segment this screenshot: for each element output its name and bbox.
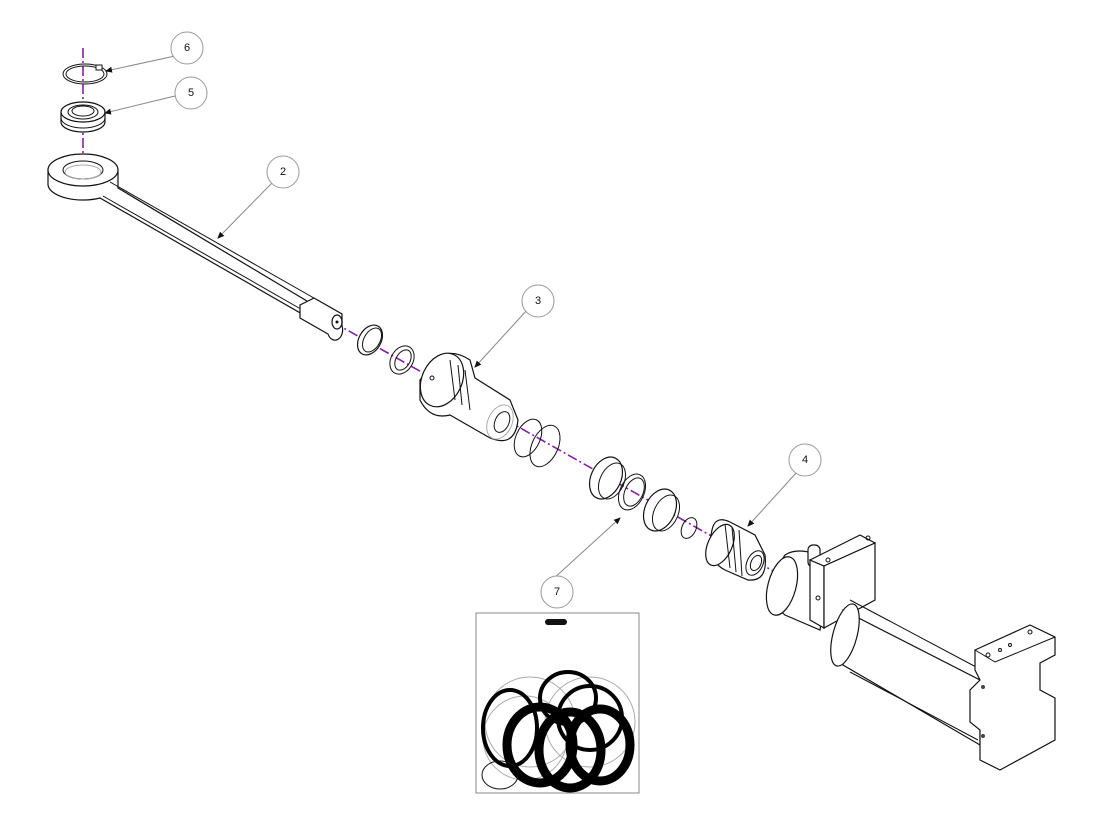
spherical-bearing[interactable]	[60, 101, 106, 133]
svg-text:3: 3	[535, 295, 541, 307]
rod-seal[interactable]	[385, 342, 419, 379]
small-o-ring[interactable]	[678, 515, 700, 541]
wear-ring-1[interactable]	[583, 452, 631, 505]
balloon-4[interactable]: 4	[788, 443, 822, 477]
svg-text:5: 5	[188, 87, 194, 99]
svg-text:4: 4	[802, 454, 808, 466]
leader-lines	[104, 55, 798, 581]
svg-text:6: 6	[184, 42, 190, 54]
retaining-ring[interactable]	[62, 63, 108, 85]
piston[interactable]	[700, 519, 768, 581]
balloon-5[interactable]: 5	[174, 76, 208, 110]
balloon-6[interactable]: 6	[170, 31, 204, 65]
piston-rod[interactable]	[47, 153, 344, 341]
rod-wiper[interactable]	[352, 321, 387, 360]
svg-text:2: 2	[280, 166, 286, 178]
balloon-2[interactable]: 2	[266, 155, 300, 189]
balloon-7[interactable]: 7	[540, 575, 574, 609]
gland[interactable]	[412, 346, 519, 443]
wear-ring-2[interactable]	[637, 484, 685, 537]
cylinder-barrel[interactable]	[761, 534, 1056, 771]
piston-seal[interactable]	[613, 470, 651, 515]
svg-text:7: 7	[554, 586, 560, 598]
gland-o-rings[interactable]	[509, 415, 566, 472]
seal-kit[interactable]	[475, 612, 640, 794]
balloon-3[interactable]: 3	[521, 284, 555, 318]
